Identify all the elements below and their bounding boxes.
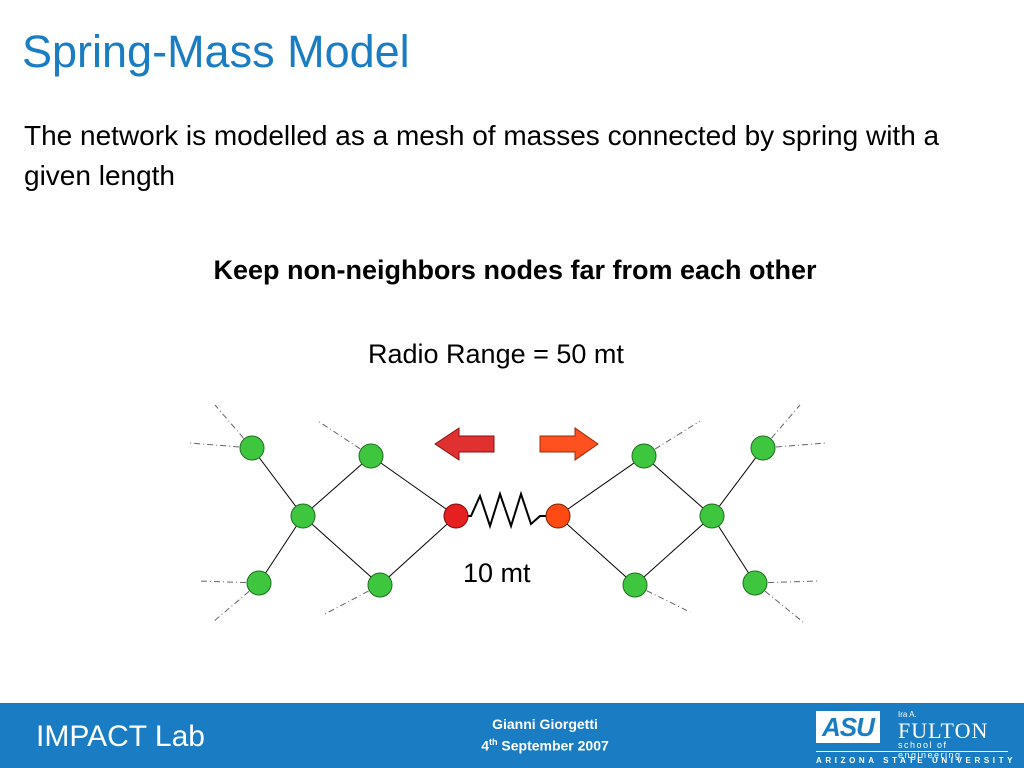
node: [290, 503, 316, 529]
node: [631, 443, 657, 469]
dashed-link: [754, 582, 804, 623]
edge: [302, 515, 381, 586]
dashed-link: [324, 584, 381, 615]
edge: [251, 447, 304, 517]
dashed-link: [189, 442, 253, 449]
edge: [711, 515, 756, 584]
node: [622, 572, 648, 598]
lab-name: IMPACT Lab: [36, 720, 205, 753]
author-name: Gianni Giorgetti: [492, 716, 598, 732]
spring: [456, 490, 558, 530]
logo-ira-label: Ira A.: [898, 710, 917, 719]
node: [699, 503, 725, 529]
dashed-links: [189, 404, 827, 623]
logo-university-label: ARIZONA STATE UNIVERSITY: [816, 756, 1017, 765]
emphasis-heading: Keep non-neighbors nodes far from each o…: [213, 255, 817, 285]
dashed-link: [212, 582, 260, 623]
logo-school-label: school of engineering: [898, 740, 962, 760]
edge: [557, 455, 645, 517]
neighbor-nodes: [239, 435, 776, 598]
date-suffix: th: [489, 737, 498, 747]
logo-divider: [816, 751, 1008, 752]
dashed-link: [634, 584, 691, 613]
author-block: Gianni Giorgetti 4th September 2007: [470, 715, 620, 755]
arrow-left-icon: [434, 427, 495, 461]
edge: [258, 515, 304, 584]
node: [358, 443, 384, 469]
edge: [643, 455, 713, 517]
node: [246, 570, 272, 596]
presentation-date: 4th September 2007: [470, 733, 620, 755]
asu-logo-mark: ASU: [816, 711, 880, 743]
node: [239, 435, 265, 461]
dashed-link: [643, 420, 701, 457]
slide-title: Spring-Mass Model: [22, 26, 410, 77]
logo-fulton-label: FULTON: [898, 718, 989, 743]
arrow-right-icon: [539, 427, 599, 461]
intro-text: The network is modelled as a mesh of mas…: [24, 120, 940, 191]
edge: [634, 515, 713, 586]
node: [750, 435, 776, 461]
node: [367, 572, 393, 598]
dashed-link: [762, 442, 827, 449]
dashed-link: [754, 580, 819, 584]
mesh-edges: [251, 447, 764, 586]
dashed-link: [197, 580, 260, 584]
footer-bar: IMPACT Lab Gianni Giorgetti 4th Septembe…: [0, 703, 1024, 768]
edge: [557, 515, 636, 586]
edge: [379, 515, 457, 586]
asu-fulton-logo: ASU Ira A. FULTON school of engineering …: [808, 708, 1012, 765]
edge: [711, 447, 764, 517]
edge: [302, 455, 372, 517]
distance-label: 10 mt: [463, 558, 531, 588]
spring-mass-diagram: [189, 404, 827, 623]
radio-range-label: Radio Range = 50 mt: [368, 339, 624, 369]
date-rest: September 2007: [497, 737, 609, 754]
date-day: 4: [481, 737, 489, 754]
dashed-link: [317, 420, 372, 457]
repelled-node-right: [545, 503, 571, 529]
edge: [370, 455, 457, 517]
node: [742, 570, 768, 596]
repelled-node-left: [443, 503, 469, 529]
